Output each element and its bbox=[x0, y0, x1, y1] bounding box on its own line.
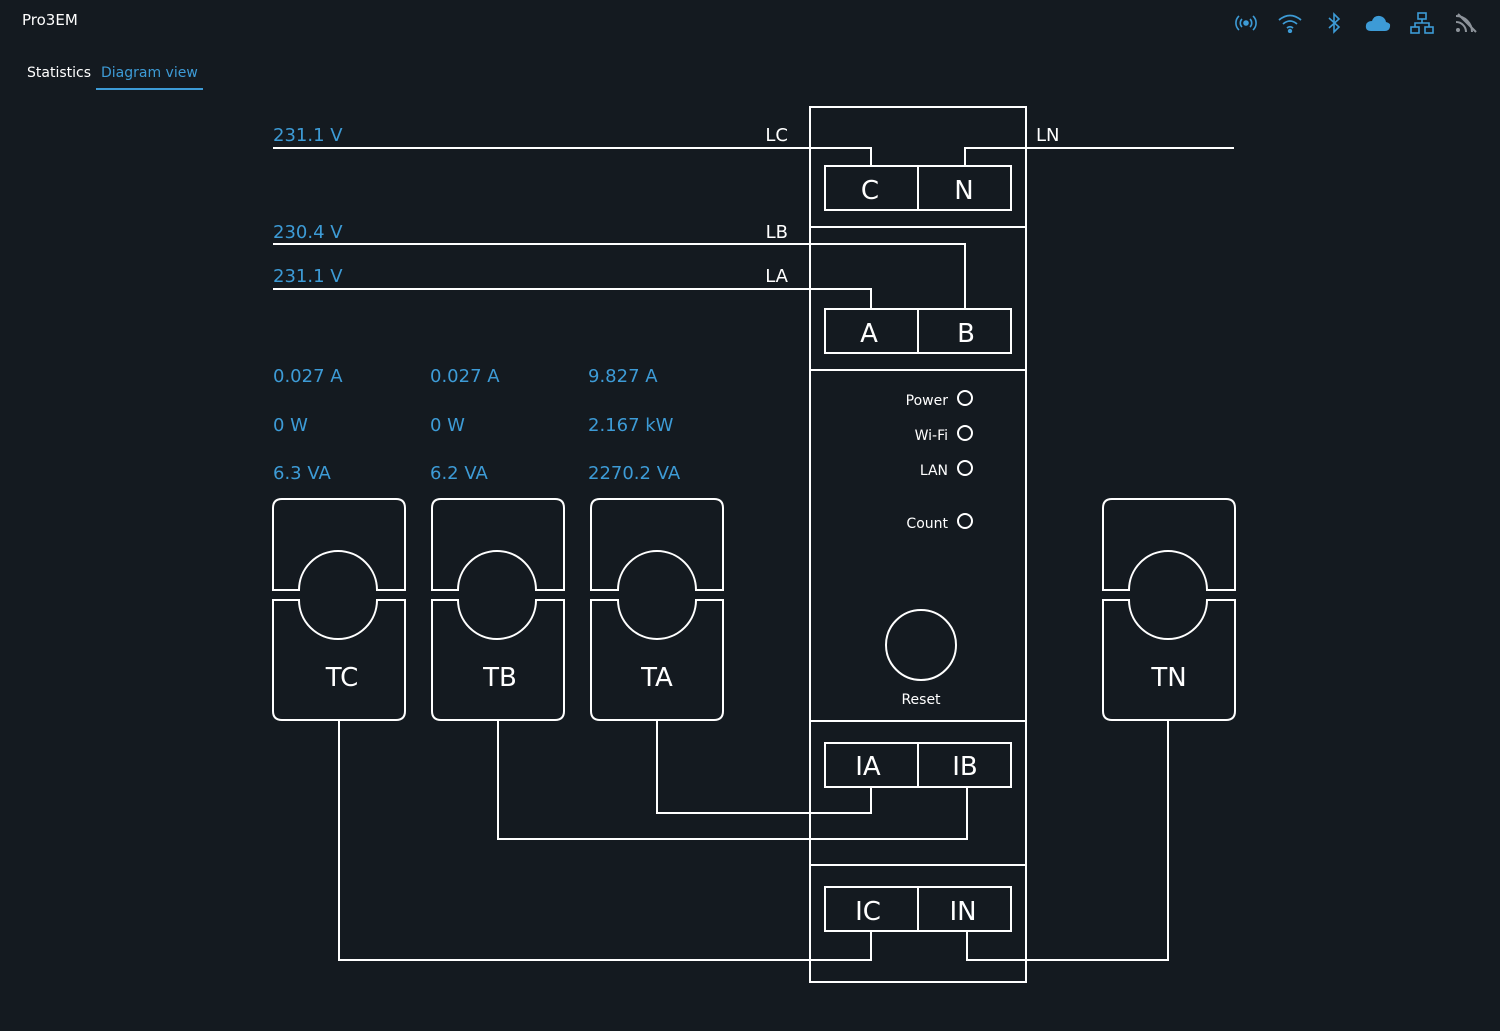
wire-tn bbox=[966, 720, 1169, 961]
apparent-c: 6.3 VA bbox=[273, 463, 332, 484]
led-label-lan: LAN bbox=[920, 463, 948, 479]
current-b: 0.027 A bbox=[430, 366, 500, 387]
reset-button[interactable] bbox=[885, 609, 957, 681]
device-body bbox=[809, 106, 1027, 983]
top-bar: Pro3EM bbox=[0, 0, 1500, 48]
terminal-in: IN bbox=[949, 897, 976, 927]
terminal-ia: IA bbox=[855, 752, 881, 782]
current-a: 9.827 A bbox=[588, 366, 658, 387]
wire-ln bbox=[964, 147, 1234, 166]
broadcast-icon[interactable] bbox=[1224, 10, 1268, 36]
ct-clamp-ta bbox=[590, 498, 724, 721]
ct-label-tn: TN bbox=[1150, 663, 1186, 693]
voltage-lc: 231.1 V bbox=[273, 125, 343, 146]
power-c: 0 W bbox=[273, 415, 308, 436]
line-label-la: LA bbox=[765, 266, 788, 287]
wifi-led-icon bbox=[957, 425, 973, 441]
current-c: 0.027 A bbox=[273, 366, 343, 387]
voltage-la: 231.1 V bbox=[273, 266, 343, 287]
terminal-ic: IC bbox=[855, 897, 881, 927]
reset-label: Reset bbox=[901, 692, 941, 708]
power-b: 0 W bbox=[430, 415, 465, 436]
terminal-b: B bbox=[957, 319, 975, 349]
ethernet-icon[interactable] bbox=[1400, 10, 1444, 36]
ct-label-tb: TB bbox=[482, 663, 517, 693]
terminal-n: N bbox=[954, 176, 973, 206]
power-a: 2.167 kW bbox=[588, 415, 674, 436]
ct-label-tc: TC bbox=[325, 663, 359, 693]
status-icons bbox=[1224, 10, 1488, 36]
terminal-ib: IB bbox=[952, 752, 978, 782]
line-label-lc: LC bbox=[765, 125, 788, 146]
line-label-ln: LN bbox=[1036, 125, 1060, 146]
terminal-a: A bbox=[860, 319, 878, 349]
apparent-a: 2270.2 VA bbox=[588, 463, 681, 484]
apparent-b: 6.2 VA bbox=[430, 463, 489, 484]
led-label-power: Power bbox=[906, 393, 949, 409]
tab-statistics[interactable]: Statistics bbox=[27, 65, 91, 81]
view-tabs: Statistics Diagram view bbox=[22, 59, 203, 90]
app-title: Pro3EM bbox=[22, 11, 78, 29]
wire-lb bbox=[273, 243, 966, 309]
voltage-lb: 230.4 V bbox=[273, 222, 343, 243]
terminal-c: C bbox=[861, 176, 879, 206]
power-led-icon bbox=[957, 390, 973, 406]
led-label-wifi: Wi-Fi bbox=[915, 428, 948, 444]
ct-clamp-tb bbox=[431, 498, 565, 721]
ct-label-ta: TA bbox=[640, 663, 673, 693]
bluetooth-icon[interactable] bbox=[1312, 10, 1356, 36]
wire-ta bbox=[656, 720, 872, 814]
wire-la bbox=[273, 288, 872, 309]
rss-icon[interactable] bbox=[1444, 10, 1488, 36]
wire-tb bbox=[497, 720, 968, 840]
line-label-lb: LB bbox=[766, 222, 788, 243]
ct-clamp-tn bbox=[1102, 498, 1236, 721]
led-label-count: Count bbox=[906, 516, 948, 532]
wifi-icon[interactable] bbox=[1268, 10, 1312, 36]
count-led-icon bbox=[957, 513, 973, 529]
wire-lc bbox=[273, 147, 872, 166]
ct-clamp-tc bbox=[272, 498, 406, 721]
cloud-icon[interactable] bbox=[1356, 10, 1400, 36]
lan-led-icon bbox=[957, 460, 973, 476]
wire-tc bbox=[338, 720, 872, 961]
tab-diagram-view[interactable]: Diagram view bbox=[96, 59, 203, 90]
